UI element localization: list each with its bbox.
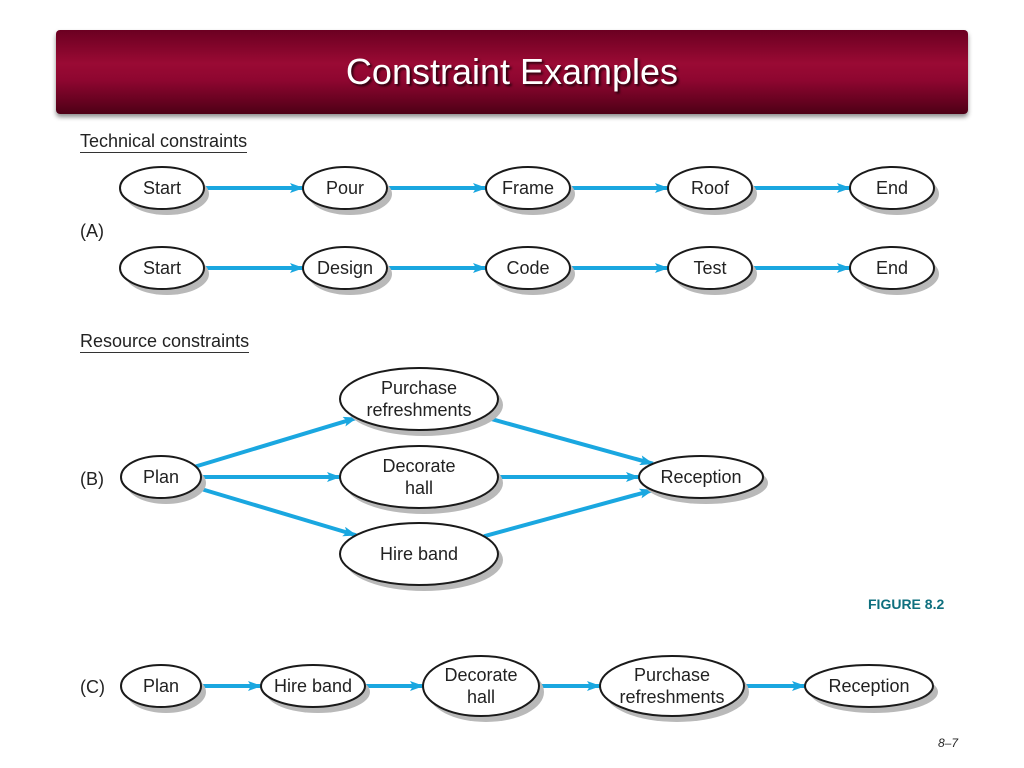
node-b-reception: Reception bbox=[638, 455, 768, 504]
node-b-decorate-hall-label: Decorate bbox=[382, 456, 455, 476]
node-a1-start-ellipse bbox=[119, 166, 205, 210]
node-b-hire-band-ellipse bbox=[339, 522, 499, 586]
node-c-reception: Reception bbox=[804, 664, 938, 713]
node-c-plan-ellipse bbox=[120, 664, 202, 708]
node-a1-pour: Pour bbox=[302, 166, 392, 215]
figure-label: FIGURE 8.2 bbox=[868, 596, 945, 612]
node-b-purchase-refreshments-label: Purchase bbox=[381, 378, 457, 398]
node-c-reception-label: Reception bbox=[828, 676, 909, 696]
node-c-decorate-hall-label: Decorate bbox=[444, 665, 517, 685]
node-a1-frame-label: Frame bbox=[502, 178, 554, 198]
node-c-purchase-refreshments-label: Purchase bbox=[634, 665, 710, 685]
arrow-b-start-2 bbox=[195, 485, 358, 538]
section-resource-constraints: Resource constraints bbox=[80, 331, 250, 353]
node-a1-start: Start bbox=[119, 166, 209, 215]
page-number: 8–7 bbox=[938, 736, 959, 750]
node-a1-pour-label: Pour bbox=[326, 178, 364, 198]
node-a1-end: End bbox=[849, 166, 939, 215]
node-c-plan: Plan bbox=[120, 664, 206, 713]
node-c-hire-band-ellipse bbox=[260, 664, 366, 708]
node-a2-start-ellipse bbox=[119, 246, 205, 290]
node-b-decorate-hall-ellipse bbox=[339, 445, 499, 509]
node-a2-code-label: Code bbox=[506, 258, 549, 278]
node-a2-end-ellipse bbox=[849, 246, 935, 290]
node-a2-start-label: Start bbox=[143, 258, 181, 278]
node-c-decorate-hall-ellipse bbox=[422, 655, 540, 717]
arrow-b-start-0 bbox=[195, 416, 358, 469]
node-b-reception-ellipse bbox=[638, 455, 764, 499]
node-a2-test-label: Test bbox=[693, 258, 726, 278]
node-a1-frame: Frame bbox=[485, 166, 575, 215]
node-a2-design: Design bbox=[302, 246, 392, 295]
node-c-reception-ellipse bbox=[804, 664, 934, 708]
node-b-hire-band-label: Hire band bbox=[380, 544, 458, 564]
node-a1-roof: Roof bbox=[667, 166, 757, 215]
node-c-purchase-refreshments-ellipse bbox=[599, 655, 745, 717]
node-c-decorate-hall-label: hall bbox=[467, 687, 495, 707]
node-a1-pour-ellipse bbox=[302, 166, 388, 210]
node-a1-roof-ellipse bbox=[667, 166, 753, 210]
node-a2-end: End bbox=[849, 246, 939, 295]
node-c-hire-band-label: Hire band bbox=[274, 676, 352, 696]
section-technical-constraints: Technical constraints bbox=[80, 131, 248, 153]
node-a2-code: Code bbox=[485, 246, 575, 295]
title-bar: Constraint Examples bbox=[56, 30, 968, 114]
node-b-reception-label: Reception bbox=[660, 467, 741, 487]
node-b-plan: Plan bbox=[120, 455, 206, 504]
node-b-decorate-hall-label: hall bbox=[405, 478, 433, 498]
node-a1-frame-ellipse bbox=[485, 166, 571, 210]
label-a: (A) bbox=[80, 221, 104, 241]
node-b-plan-label: Plan bbox=[143, 467, 179, 487]
node-b-purchase-refreshments-ellipse bbox=[339, 367, 499, 431]
node-a2-design-label: Design bbox=[317, 258, 373, 278]
node-a1-roof-label: Roof bbox=[691, 178, 730, 198]
node-a2-end-label: End bbox=[876, 258, 908, 278]
node-a1-end-ellipse bbox=[849, 166, 935, 210]
node-b-purchase-refreshments-label: refreshments bbox=[366, 400, 471, 420]
node-c-plan-label: Plan bbox=[143, 676, 179, 696]
arrow-b-end-0 bbox=[483, 414, 654, 466]
node-a1-start-label: Start bbox=[143, 178, 181, 198]
node-a2-test-ellipse bbox=[667, 246, 753, 290]
arrow-b-end-2 bbox=[483, 488, 654, 539]
node-a2-start: Start bbox=[119, 246, 209, 295]
node-a1-end-label: End bbox=[876, 178, 908, 198]
node-b-plan-ellipse bbox=[120, 455, 202, 499]
label-c: (C) bbox=[80, 677, 105, 697]
node-b-hire-band: Hire band bbox=[339, 522, 503, 591]
node-a2-test: Test bbox=[667, 246, 757, 295]
node-a2-design-ellipse bbox=[302, 246, 388, 290]
label-b: (B) bbox=[80, 469, 104, 489]
node-a2-code-ellipse bbox=[485, 246, 571, 290]
slide-title: Constraint Examples bbox=[345, 51, 679, 92]
node-c-hire-band: Hire band bbox=[260, 664, 370, 713]
node-c-purchase-refreshments-label: refreshments bbox=[619, 687, 724, 707]
